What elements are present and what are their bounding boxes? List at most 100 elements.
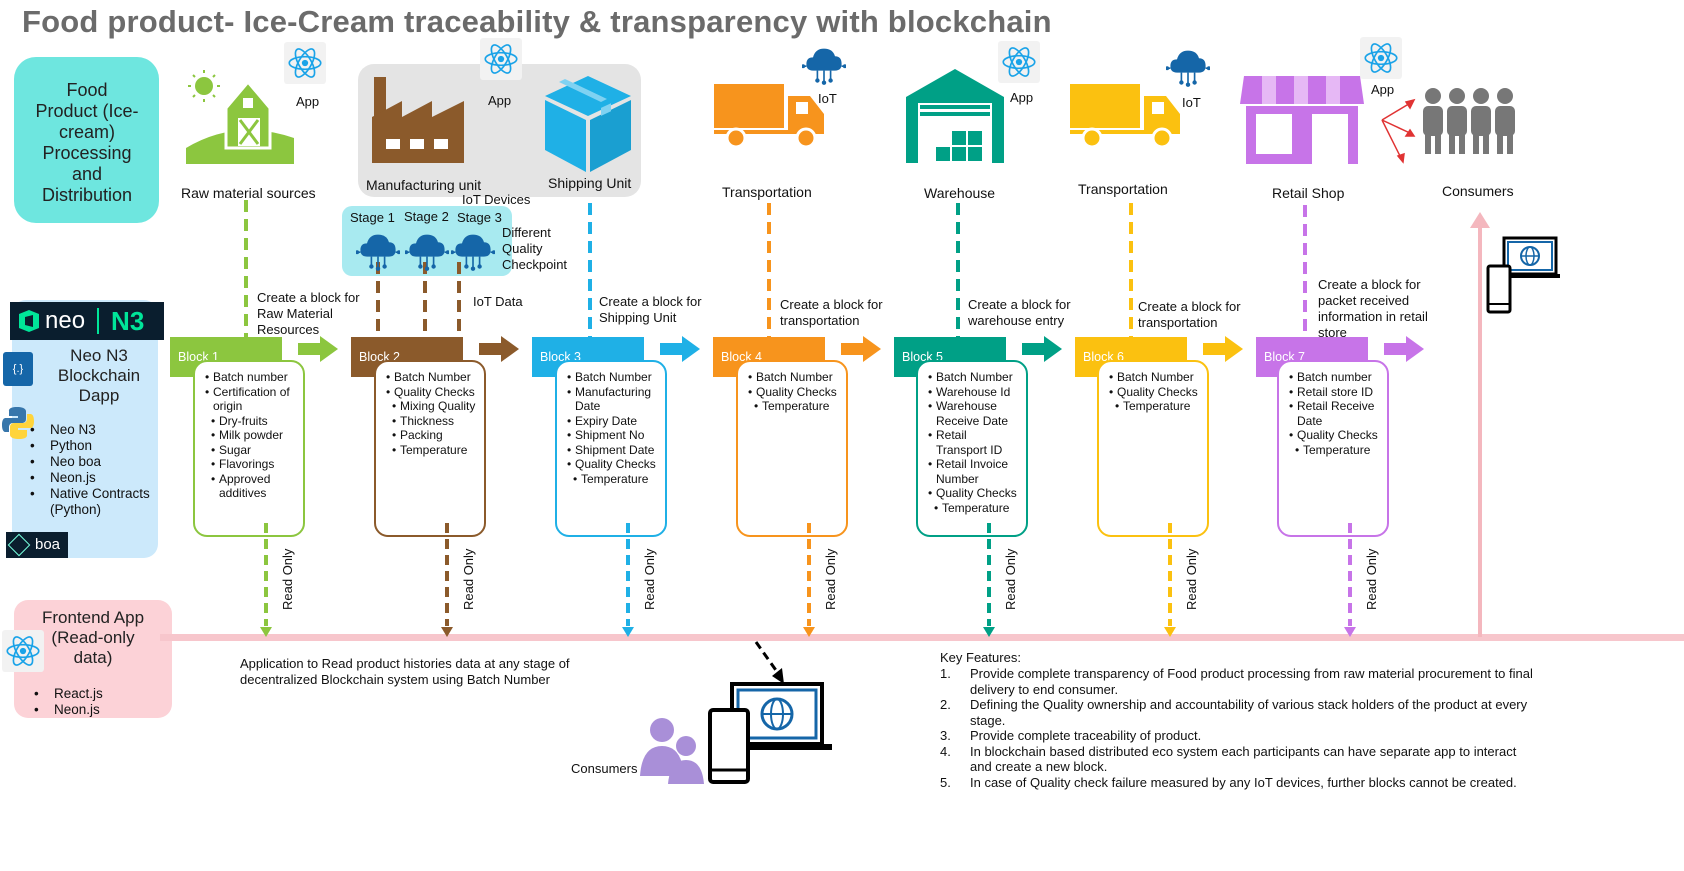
block-field: Thickness — [386, 414, 478, 429]
chain-arrow-icon — [1384, 336, 1424, 367]
truck-icon — [1070, 84, 1180, 148]
react-icon — [1360, 37, 1402, 84]
transport-label: Transportation — [722, 184, 812, 200]
boa-logo-text: boa — [35, 536, 61, 553]
timeline-bar — [160, 634, 1684, 641]
create-block-note: Create a block for Shipping Unit — [599, 294, 702, 325]
key-feature-item: 1.Provide complete transparency of Food … — [940, 666, 1533, 697]
react-icon — [998, 41, 1040, 88]
blockchain-panel-title: Neo N3 Blockchain Dapp — [57, 346, 141, 405]
stage-1-label: Stage 1 — [350, 210, 395, 225]
stage-connector — [423, 262, 427, 345]
read-only-label: Read Only — [1003, 548, 1018, 610]
down-arrow-icon — [622, 624, 634, 642]
block-field: Batch Number — [928, 370, 1020, 385]
block-field: Temperature — [386, 443, 478, 458]
key-feature-item: 3.Provide complete traceability of produ… — [940, 728, 1202, 743]
consumer-return-line — [1478, 225, 1482, 637]
block-field: Quality Checks — [386, 385, 478, 400]
read-only-label: Read Only — [642, 548, 657, 610]
chain-arrow-icon — [660, 336, 700, 367]
key-feature-item: 5.In case of Quality check failure measu… — [940, 774, 1517, 790]
react-icon — [2, 630, 44, 677]
iot-cloud-icon — [1165, 44, 1211, 93]
app-tag: App — [296, 94, 320, 109]
device-globe-icon — [708, 682, 832, 784]
stage-connector — [1129, 203, 1133, 337]
read-only-connector — [445, 523, 449, 626]
page-title: Food product- Ice-Cream traceability & t… — [22, 4, 1052, 39]
block-field: Mixing Quality — [386, 399, 478, 414]
key-feature-item: 2.Defining the Quality ownership and acc… — [940, 697, 1528, 728]
key-feature-item: 4.In blockchain based distributed eco sy… — [940, 743, 1517, 775]
create-block-note: Create a block for transportation — [1138, 299, 1241, 330]
key-features-title: Key Features: — [940, 650, 1021, 665]
down-arrow-icon — [260, 624, 272, 642]
read-only-label: Read Only — [823, 548, 838, 610]
block-field: Dry-fruits — [205, 414, 297, 429]
stage-connector — [767, 203, 771, 337]
shipping-label: Shipping Unit — [548, 175, 632, 191]
transport-label: Transportation — [1078, 181, 1168, 197]
block-field: Certification of origin — [205, 385, 297, 414]
read-only-label: Read Only — [1184, 548, 1199, 610]
chain-arrow-icon — [298, 336, 338, 367]
block-field: Temperature — [1289, 443, 1381, 458]
read-only-connector — [264, 523, 268, 626]
block-field: Temperature — [928, 501, 1020, 516]
down-arrow-icon — [1344, 624, 1356, 642]
read-only-label: Read Only — [280, 548, 295, 610]
block-field: Warehouse Id — [928, 385, 1020, 400]
read-only-connector — [1168, 523, 1172, 626]
block-field: Sugar — [205, 443, 297, 458]
block-field: Milk powder — [205, 428, 297, 443]
shipping-box-icon — [545, 76, 631, 172]
stage-connector — [588, 203, 592, 337]
app-description: Application to Read product histories da… — [240, 656, 570, 687]
bottom-consumers-label: Consumers — [571, 761, 638, 776]
stage-connector — [376, 262, 380, 345]
iot-cloud-icon — [355, 228, 401, 277]
stage-connector — [457, 262, 461, 345]
block-field: Batch Number — [1109, 370, 1201, 385]
key-features: Key Features: 1.Provide complete transpa… — [940, 650, 1540, 790]
block-field: Quality Checks — [748, 385, 840, 400]
block-field: Batch Number — [748, 370, 840, 385]
app-tag: App — [488, 93, 512, 108]
create-block-note: Create a block for packet received infor… — [1318, 277, 1428, 340]
block-field: Quality Checks — [928, 486, 1020, 501]
read-only-connector — [1348, 523, 1352, 626]
read-only-label: Read Only — [1364, 548, 1379, 610]
block-field: Manufacturing Date — [567, 385, 659, 414]
warehouse-label: Warehouse — [924, 185, 996, 201]
barn-icon — [186, 70, 294, 164]
block-card: Batch numberCertification of originDry-f… — [193, 360, 305, 537]
neo-n3-logo: neo N3 — [10, 302, 164, 340]
iot-data-label: IoT Data — [473, 294, 523, 309]
block-field: Quality Checks — [1109, 385, 1201, 400]
read-only-connector — [987, 523, 991, 626]
chain-arrow-icon — [1203, 336, 1243, 367]
react-icon — [284, 42, 326, 89]
list-item: React.js — [34, 686, 154, 702]
python-icon — [2, 407, 34, 439]
neo-icon — [19, 310, 39, 332]
stage-connector — [244, 200, 248, 337]
stage-connector — [956, 203, 960, 337]
device-globe-icon — [1486, 236, 1560, 314]
iot-cloud-icon — [404, 228, 450, 277]
neo-logo-text: neo — [45, 307, 86, 334]
create-block-note: Create a block for Raw Material Resource… — [257, 290, 360, 337]
block-field: Temperature — [748, 399, 840, 414]
contract-icon: {.} — [3, 352, 33, 386]
iot-tag: IoT — [1182, 95, 1201, 110]
down-arrow-icon — [1164, 624, 1176, 642]
block-card: Batch NumberManufacturing DateExpiry Dat… — [555, 360, 667, 537]
block-field: Batch Number — [386, 370, 478, 385]
iot-cloud-icon — [801, 42, 847, 91]
block-field: Retail Receive Date — [1289, 399, 1381, 428]
list-item: Python — [30, 438, 158, 454]
block-field: Expiry Date — [567, 414, 659, 429]
block-field: Temperature — [567, 472, 659, 487]
consumer-avatar-icon — [640, 718, 704, 784]
